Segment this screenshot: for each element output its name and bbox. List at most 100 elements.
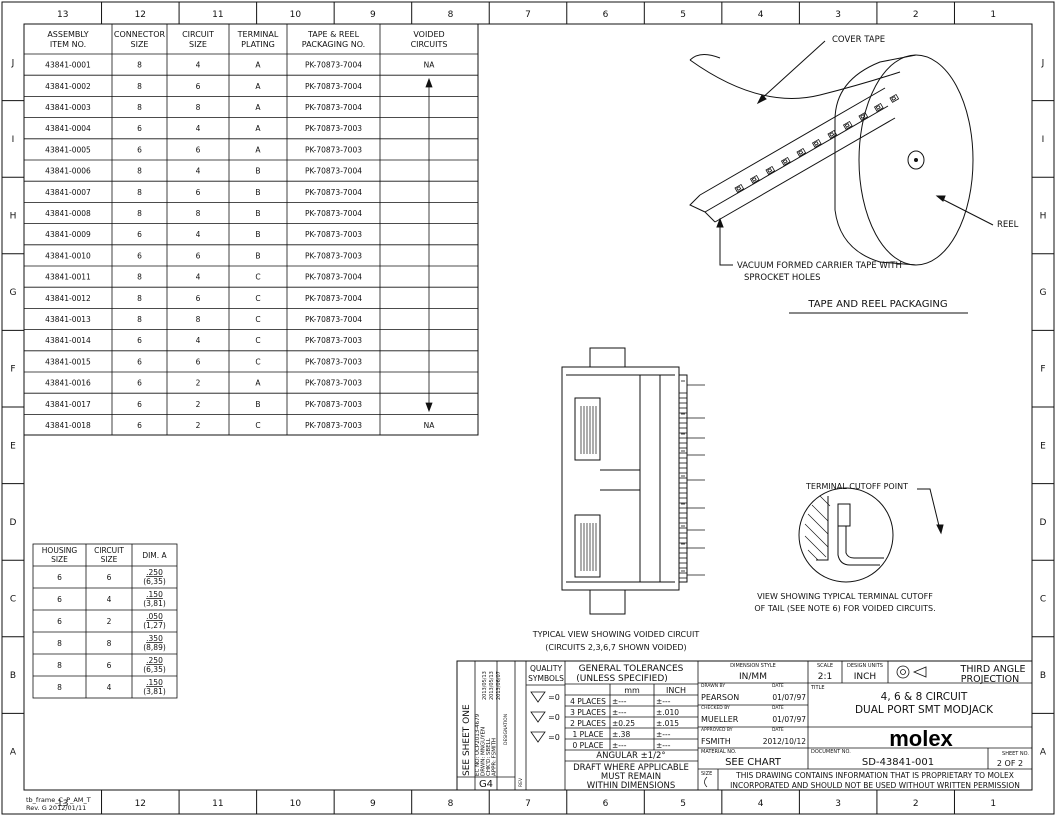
table-cell: A xyxy=(255,82,261,91)
sheet-number: 2 OF 2 xyxy=(997,759,1023,768)
revision-code: G4 xyxy=(479,779,493,790)
rev-label: REV xyxy=(518,777,524,787)
table-cell: 43841-0006 xyxy=(45,167,91,176)
column-label: 3 xyxy=(835,10,841,20)
cover-tape-label: COVER TAPE xyxy=(832,35,885,45)
proprietary-notice: THIS DRAWING CONTAINS INFORMATION THAT I… xyxy=(735,771,1014,780)
table-cell: 8 xyxy=(137,61,142,70)
column-label: 13 xyxy=(57,10,68,20)
places-mm: ±0.25 xyxy=(612,719,635,728)
column-header: CIRCUITS xyxy=(411,40,448,49)
column-label: 3 xyxy=(835,799,841,809)
table-cell: 8 xyxy=(57,683,62,692)
table-cell: 43841-0016 xyxy=(45,379,91,388)
table-cell: B xyxy=(255,400,260,409)
table-cell: 4 xyxy=(107,683,112,692)
table-cell: 43841-0009 xyxy=(45,230,91,239)
row-label: G xyxy=(10,288,17,298)
table-cell: PK-70873-7004 xyxy=(305,167,362,176)
row-label: F xyxy=(10,365,15,375)
signoff-label: CHECKED BY xyxy=(701,705,730,711)
column-header: TERMINAL xyxy=(237,30,279,39)
design-units-label: DESIGN UNITS xyxy=(847,663,883,669)
places-label: 2 PLACES xyxy=(570,719,606,728)
places-label: 3 PLACES xyxy=(570,708,606,717)
table-cell: A xyxy=(255,103,261,112)
table-cell: 43841-0003 xyxy=(45,103,91,112)
table-cell: PK-70873-7003 xyxy=(305,336,362,345)
table-cell: PK-70873-7004 xyxy=(305,315,362,324)
table-cell: 6 xyxy=(196,251,201,260)
table-cell: 43841-0002 xyxy=(45,82,91,91)
column-label: 13 xyxy=(57,799,68,809)
table-cell: 43841-0010 xyxy=(45,251,91,260)
row-label: I xyxy=(1042,135,1045,145)
column-header: SIZE xyxy=(189,40,207,49)
column-label: 6 xyxy=(603,799,609,809)
cutoff-view-caption: VIEW SHOWING TYPICAL TERMINAL CUTOFF xyxy=(757,592,933,601)
dimension-style-label: DIMENSION STYLE xyxy=(730,663,776,669)
revision-date: 2013/06/07 xyxy=(496,671,502,700)
drawing-title: 4, 6 & 8 CIRCUIT xyxy=(881,691,968,703)
table-cell: 6 xyxy=(57,617,62,626)
column-label: 8 xyxy=(448,799,454,809)
column-label: 4 xyxy=(758,799,764,809)
table-cell: 8 xyxy=(137,294,142,303)
column-header: SIZE xyxy=(51,555,68,564)
table-cell: 43841-0001 xyxy=(45,61,91,70)
revision-entry: DRWN: MNGUYEN xyxy=(481,727,487,776)
places-inch: ±--- xyxy=(656,697,671,706)
column-label: 4 xyxy=(758,10,764,20)
table-cell: 43841-0012 xyxy=(45,294,91,303)
column-header: CIRCUIT xyxy=(94,546,124,555)
tolerances-title: GENERAL TOLERANCES xyxy=(579,664,684,674)
places-inch: ±.015 xyxy=(656,719,679,728)
terminal-cutoff-view xyxy=(798,487,944,583)
table-cell: 6 xyxy=(196,294,201,303)
row-label: B xyxy=(1040,671,1046,681)
places-label: 0 PLACE xyxy=(572,741,603,750)
signoff-name: MUELLER xyxy=(701,715,739,724)
dim-mm: (1,27) xyxy=(143,621,166,630)
draft-note: MUST REMAIN xyxy=(601,772,661,782)
table-cell: 6 xyxy=(107,661,112,670)
quality-mark: =0 xyxy=(548,693,560,702)
column-label: 6 xyxy=(603,10,609,20)
table-cell: 6 xyxy=(137,145,142,154)
column-header: TAPE & REEL xyxy=(307,30,360,39)
dim-mm: (3,81) xyxy=(143,687,166,696)
dim-mm: (6,35) xyxy=(143,665,166,674)
column-label: 2 xyxy=(913,799,919,809)
places-inch: ±.010 xyxy=(656,708,679,717)
revision-date: 2013/05/13 xyxy=(482,671,488,700)
table-cell: 6 xyxy=(196,357,201,366)
table-cell: C xyxy=(255,273,260,282)
table-cell: 2 xyxy=(196,379,201,388)
carrier-tape-label: SPROCKET HOLES xyxy=(744,273,820,283)
column-label: 8 xyxy=(448,10,454,20)
dim-inch: .350 xyxy=(146,634,163,643)
table-cell: 4 xyxy=(196,273,201,282)
scale-label: SCALE xyxy=(817,663,833,669)
column-label: 5 xyxy=(680,10,686,20)
table-cell: B xyxy=(255,230,260,239)
table-cell: PK-70873-7004 xyxy=(305,294,362,303)
table-cell: 8 xyxy=(137,315,142,324)
revision-entry: APPR: FSMITH xyxy=(492,738,498,776)
table-cell: PK-70873-7003 xyxy=(305,421,362,430)
table-cell: A xyxy=(255,124,261,133)
quality-symbols-label: SYMBOLS xyxy=(528,674,564,683)
places-inch: ±--- xyxy=(656,741,671,750)
places-mm: ±.38 xyxy=(612,730,630,739)
table-cell: C xyxy=(255,294,260,303)
dim-mm: (6,35) xyxy=(143,577,166,586)
date-label: DATE xyxy=(772,683,784,689)
table-cell: PK-70873-7004 xyxy=(305,103,362,112)
column-label: 11 xyxy=(212,799,223,809)
designation-label: DESIGNATION xyxy=(503,714,509,745)
projection-label: PROJECTION xyxy=(961,674,1019,685)
table-cell: 43841-0013 xyxy=(45,315,91,324)
row-label: I xyxy=(12,135,15,145)
column-header: CONNECTOR xyxy=(114,30,166,39)
drawing-title: DUAL PORT SMT MODJACK xyxy=(855,704,994,716)
